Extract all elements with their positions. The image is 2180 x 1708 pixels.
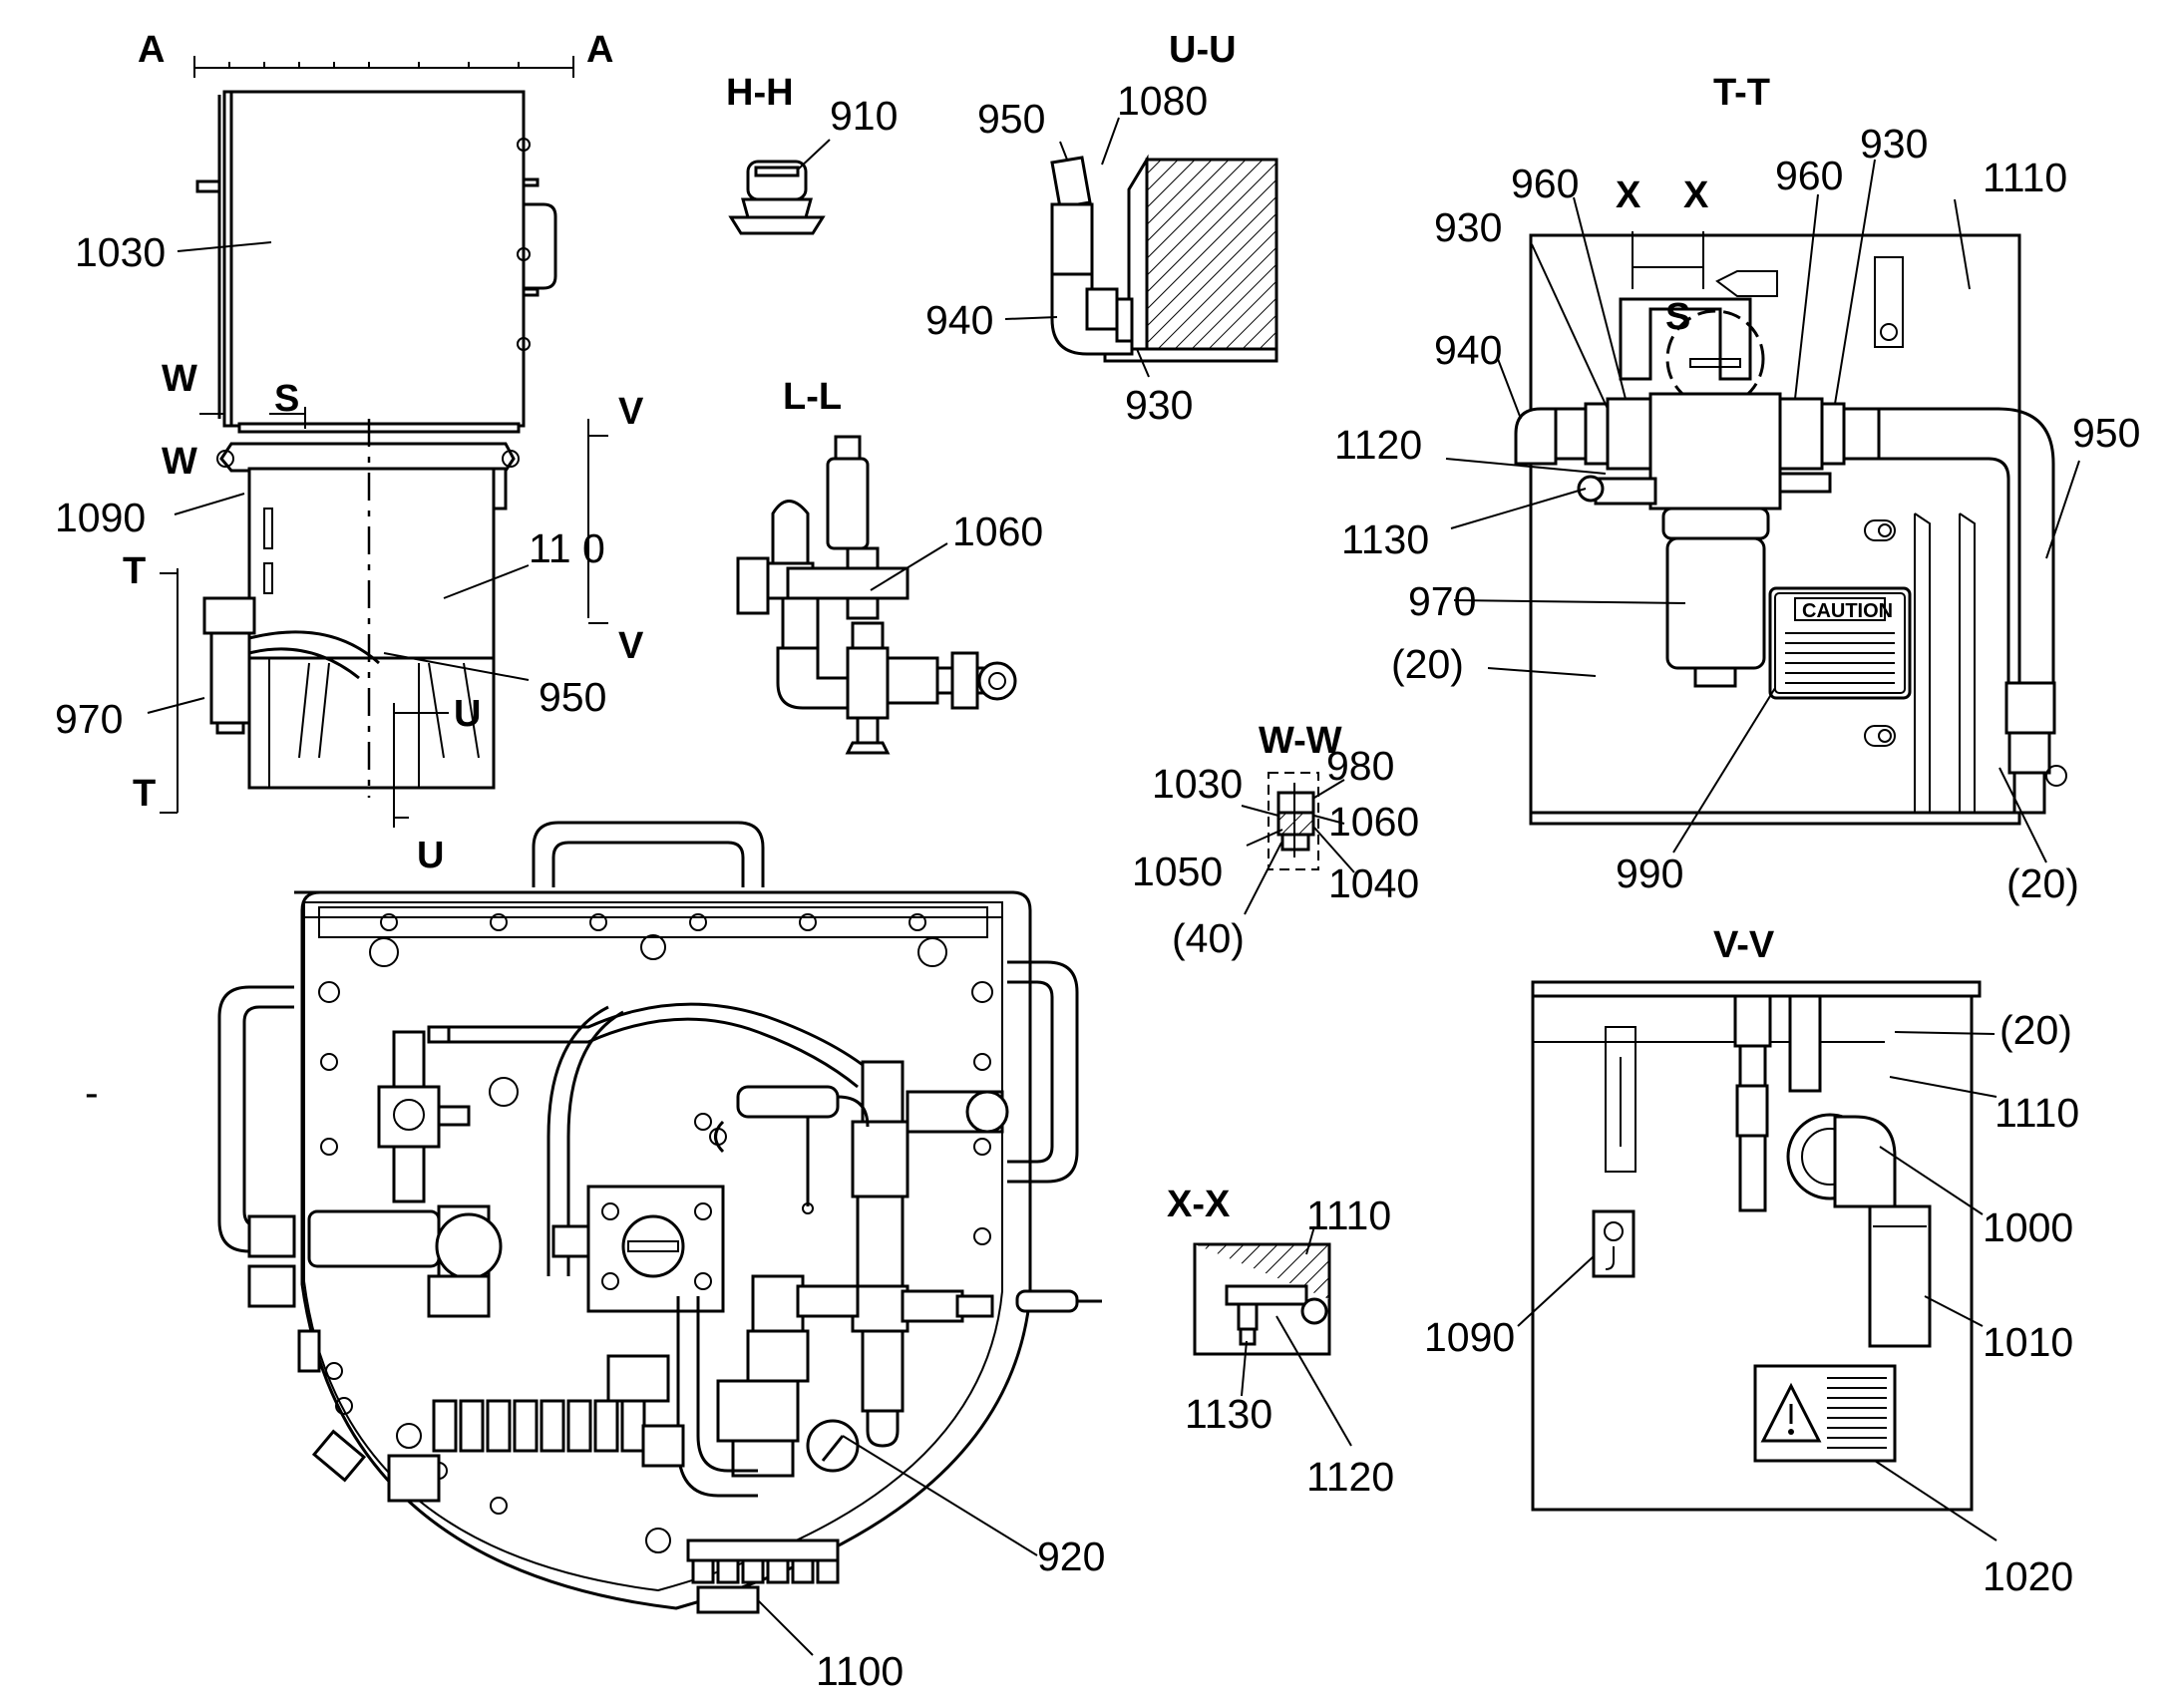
section-mark-u-bottom: U bbox=[417, 835, 444, 876]
callout-1130-tt: 1130 bbox=[1341, 516, 1429, 562]
callout-1000: 1000 bbox=[1983, 1204, 2073, 1250]
callout-930-uu: 930 bbox=[1125, 382, 1193, 428]
caution-plate-heading: CAUTION bbox=[1802, 600, 1893, 622]
callout-1030: 1030 bbox=[75, 229, 166, 275]
callout-1090: 1090 bbox=[55, 495, 146, 540]
callout-950-uu: 950 bbox=[977, 96, 1045, 142]
callout-920: 920 bbox=[1037, 1534, 1105, 1579]
section-mark-w-bottom: W bbox=[162, 441, 197, 483]
stray-dash-mark: - bbox=[85, 1070, 99, 1116]
view-title-x-x: X-X bbox=[1167, 1184, 1231, 1225]
view-title-u-u: U-U bbox=[1169, 29, 1237, 71]
callout-40: (40) bbox=[1172, 915, 1245, 961]
section-view-h-h: H-H 910 bbox=[726, 72, 898, 235]
callout-1110-vv: 1110 bbox=[1995, 1090, 2079, 1136]
callout-980: 980 bbox=[1326, 743, 1394, 789]
callout-1080: 1080 bbox=[1117, 78, 1208, 124]
callout-1100: 1100 bbox=[816, 1648, 904, 1694]
section-view-x-x: X-X 1110 1130 1120 bbox=[1167, 1184, 1394, 1500]
callout-20-vv: (20) bbox=[1999, 1007, 2072, 1053]
section-mark-v-top: V bbox=[618, 391, 644, 433]
callout-1110-front: 11 0 bbox=[529, 525, 605, 571]
callout-1040: 1040 bbox=[1328, 860, 1419, 906]
callout-1010: 1010 bbox=[1983, 1319, 2073, 1365]
callout-1090-vv: 1090 bbox=[1424, 1314, 1515, 1360]
view-title-l-l: L-L bbox=[783, 376, 842, 418]
callout-970-front: 970 bbox=[55, 696, 123, 742]
callout-930-tt-left: 930 bbox=[1434, 204, 1502, 250]
section-mark-a-right: A bbox=[586, 29, 613, 71]
callout-1120-tt: 1120 bbox=[1334, 422, 1422, 468]
callout-1060-ww: 1060 bbox=[1328, 799, 1419, 845]
callout-1030-ww: 1030 bbox=[1152, 761, 1243, 807]
section-mark-x-left: X bbox=[1616, 174, 1641, 216]
callout-1110-xx: 1110 bbox=[1306, 1193, 1391, 1238]
front-elevation-view: A A W W S S bbox=[55, 29, 644, 876]
callout-970-tt: 970 bbox=[1408, 578, 1476, 624]
section-mark-x-right: X bbox=[1683, 174, 1709, 216]
section-view-l-l: L-L 1060 bbox=[736, 376, 1043, 755]
section-view-w-w: W-W 1030 980 1060 1050 1040 (40) bbox=[1132, 720, 1419, 961]
section-mark-s-tt: S bbox=[1665, 296, 1690, 338]
section-mark-v-bottom: V bbox=[618, 625, 644, 667]
callout-960-tt-right: 960 bbox=[1775, 153, 1843, 198]
section-view-t-t: T-T X X S bbox=[1334, 72, 2140, 906]
plan-view: 920 1100 bbox=[217, 821, 1105, 1694]
callout-1130-xx: 1130 bbox=[1185, 1391, 1272, 1437]
section-mark-w-top: W bbox=[162, 358, 197, 400]
callout-910: 910 bbox=[830, 93, 898, 139]
callout-930-tt-right: 930 bbox=[1860, 121, 1928, 167]
view-title-w-w: W-W bbox=[1259, 720, 1342, 762]
view-title-h-h: H-H bbox=[726, 72, 794, 114]
section-mark-u-top: U bbox=[454, 693, 481, 735]
section-mark-t-top: T bbox=[123, 550, 146, 592]
warning-triangle-icon bbox=[1760, 1382, 1822, 1443]
section-mark-s-top: S bbox=[274, 378, 299, 420]
callout-960-tt-left: 960 bbox=[1511, 161, 1579, 206]
callout-20-tt-left: (20) bbox=[1391, 641, 1464, 687]
view-title-t-t: T-T bbox=[1713, 72, 1770, 114]
view-title-v-v: V-V bbox=[1713, 924, 1775, 966]
callout-1110-tt: 1110 bbox=[1983, 155, 2067, 200]
callout-940-uu: 940 bbox=[925, 297, 993, 343]
callout-990: 990 bbox=[1616, 851, 1683, 896]
callout-1120-xx: 1120 bbox=[1306, 1454, 1394, 1500]
callout-1060-ll: 1060 bbox=[952, 509, 1043, 554]
callout-950-tt: 950 bbox=[2072, 410, 2140, 456]
callout-1050: 1050 bbox=[1132, 849, 1223, 894]
section-view-u-u: U-U 950 1080 940 930 bbox=[925, 29, 1278, 428]
section-mark-t-bottom: T bbox=[133, 773, 156, 815]
section-mark-a-left: A bbox=[138, 29, 165, 71]
callout-940-tt: 940 bbox=[1434, 327, 1502, 373]
lifting-hook-icon bbox=[1605, 1246, 1615, 1270]
callout-950-front: 950 bbox=[539, 674, 606, 720]
callout-1020: 1020 bbox=[1983, 1553, 2073, 1599]
callout-20-tt-right: (20) bbox=[2006, 860, 2079, 906]
section-view-v-v: V-V bbox=[1424, 924, 2079, 1599]
